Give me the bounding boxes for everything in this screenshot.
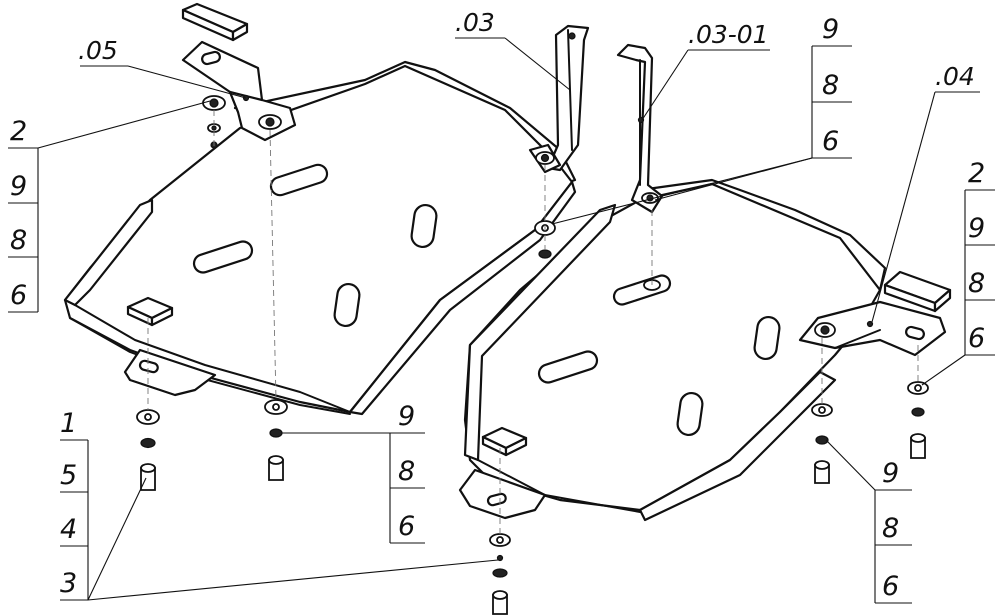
label-center-8: 8: [398, 456, 416, 487]
label-part-03-01: .03-01: [688, 20, 769, 49]
label-top-right-6: 6: [822, 126, 840, 157]
leader-lines: [8, 37, 995, 604]
label-left-top-2: 2: [10, 116, 28, 147]
left-skid-plate: [63, 2, 590, 416]
label-top-right-8: 8: [822, 70, 840, 101]
label-part-03: .03: [455, 8, 495, 37]
label-left-top-8: 8: [10, 225, 28, 256]
label-bottom-right-6: 6: [882, 571, 900, 602]
right-skid-plate: [458, 43, 952, 522]
label-center-9: 9: [398, 401, 416, 432]
label-left-bottom-5: 5: [60, 460, 78, 491]
label-center-6: 6: [398, 511, 416, 542]
label-top-right-9: 9: [822, 14, 840, 45]
label-left-top-6: 6: [10, 280, 28, 311]
label-left-bottom-4: 4: [60, 514, 78, 545]
label-part-04: .04: [935, 62, 975, 91]
fasteners: [136, 95, 929, 615]
label-left-bottom-3: 3: [60, 568, 78, 599]
label-right-8: 8: [968, 268, 986, 299]
label-bottom-right-8: 8: [882, 513, 900, 544]
label-bottom-right-9: 9: [882, 458, 900, 489]
assembly-axes: [147, 110, 919, 535]
label-right-6: 6: [968, 323, 986, 354]
label-part-05: .05: [78, 36, 118, 65]
label-right-2: 2: [968, 158, 986, 189]
label-right-9: 9: [968, 213, 986, 244]
label-left-bottom-1: 1: [60, 408, 78, 439]
label-left-top-9: 9: [10, 171, 28, 202]
